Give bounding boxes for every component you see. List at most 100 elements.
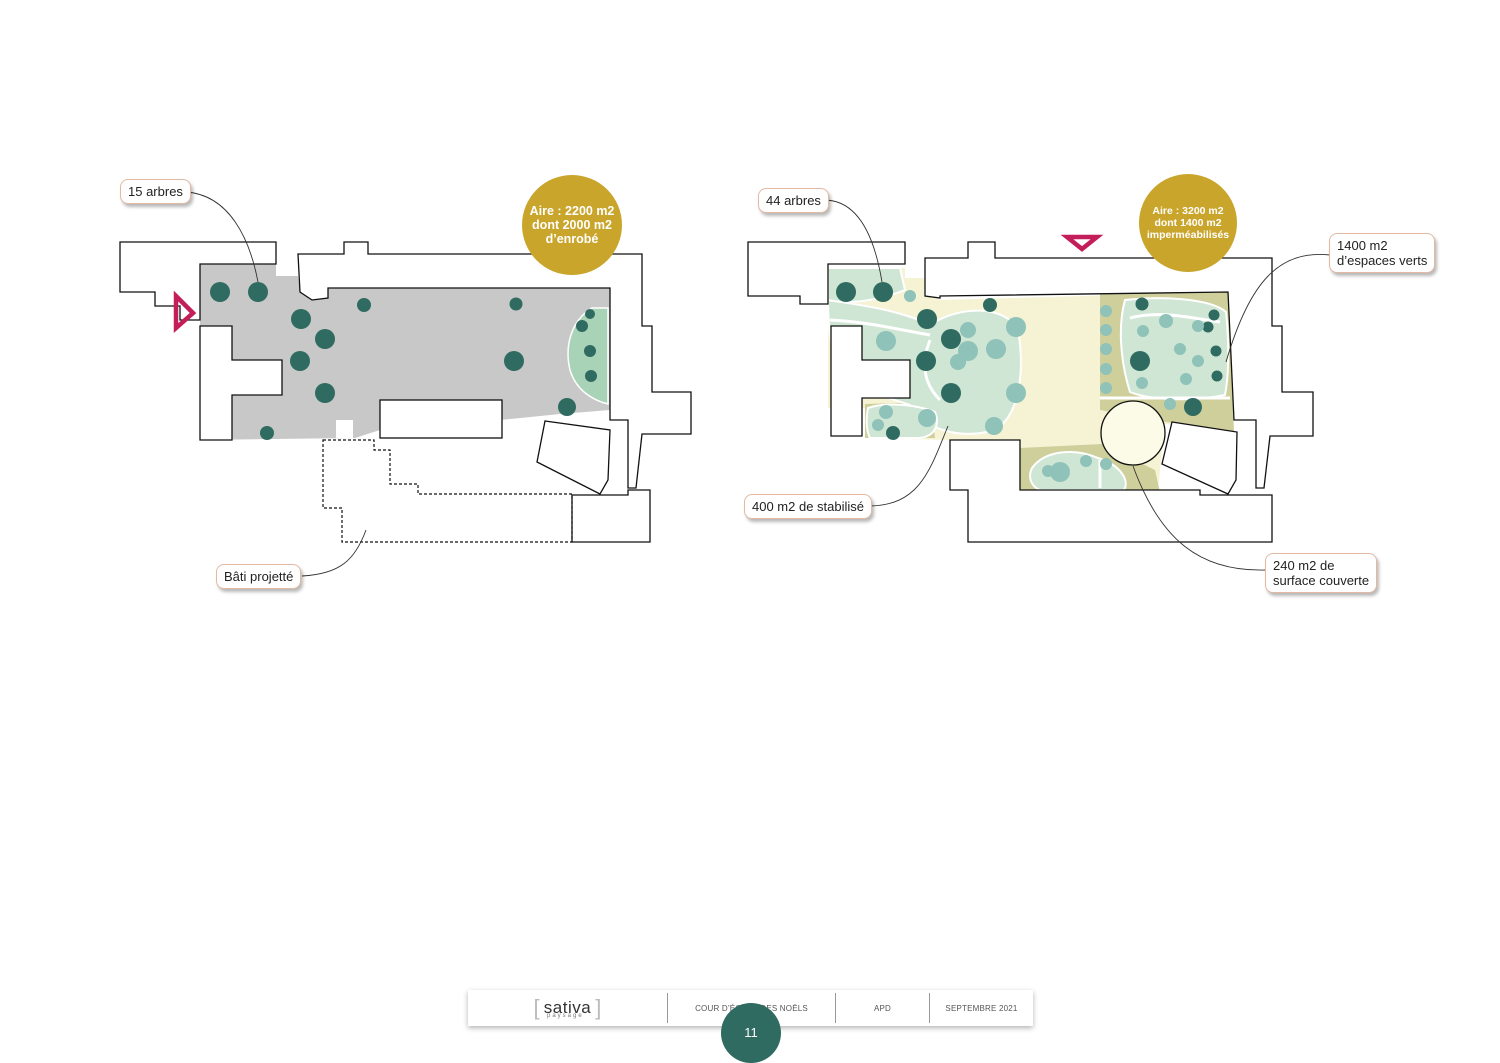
tree <box>1100 343 1112 355</box>
callout-trees-after: 44 arbres <box>758 188 829 213</box>
badge-line: dont 1400 m2 <box>1154 217 1222 229</box>
area-badge-before: Aire : 2200 m2 dont 2000 m2 d’enrobé <box>522 175 622 275</box>
tree <box>917 309 937 329</box>
tree <box>504 351 524 371</box>
tree <box>1137 325 1149 337</box>
plan-before <box>119 191 692 577</box>
tree <box>1208 309 1220 321</box>
tree <box>585 370 597 382</box>
building-north <box>924 241 1314 489</box>
tree <box>960 322 976 338</box>
tree <box>290 351 310 371</box>
tree <box>1080 455 1092 467</box>
tree <box>315 383 335 403</box>
path <box>1129 313 1221 324</box>
building-east-angled <box>536 420 611 495</box>
tree <box>315 329 335 349</box>
callout-covered-surface: 240 m2 de surface couverte <box>1265 553 1378 593</box>
callout-text: surface couverte <box>1273 573 1370 588</box>
callout-green-spaces: 1400 m2 d’espaces verts <box>1329 233 1436 273</box>
asphalt-area <box>200 264 610 440</box>
tree <box>941 329 961 349</box>
entrance-marker-before <box>173 290 197 333</box>
logo-text: sativa <box>543 998 592 1017</box>
footer-date: SEPTEMBRE 2021 <box>945 1003 1018 1013</box>
logo: [ sativa ] paysage <box>468 990 667 1026</box>
leader-covered <box>1132 465 1267 571</box>
leader-trees-after <box>823 199 883 283</box>
buildings-after <box>747 241 1314 543</box>
footer-divider <box>835 993 836 1023</box>
tree <box>836 282 856 302</box>
tree <box>916 351 936 371</box>
building-south <box>949 439 1273 543</box>
tree <box>1100 305 1112 317</box>
tree <box>558 398 576 416</box>
leader-green-spaces <box>1225 254 1331 363</box>
tree <box>985 417 1003 435</box>
building-east-angled <box>1161 421 1238 495</box>
covered-area-circle <box>1100 400 1166 466</box>
projected-building-outline <box>322 439 573 543</box>
footer-phase: APD <box>873 1003 892 1013</box>
building-west <box>747 241 906 305</box>
building-west-lower <box>830 325 911 437</box>
page-number: 11 <box>744 1025 758 1040</box>
tree <box>1136 377 1148 389</box>
plan-after <box>747 199 1331 571</box>
building-west <box>119 241 277 321</box>
tree <box>1159 314 1173 328</box>
callout-text: 1400 m2 <box>1337 238 1388 253</box>
tree <box>1006 383 1026 403</box>
tree <box>879 405 893 419</box>
tree <box>1211 370 1223 382</box>
leader-projected <box>301 529 367 577</box>
callout-trees-before: 15 arbres <box>120 179 191 204</box>
tree <box>872 419 884 431</box>
tree <box>918 409 936 427</box>
tree <box>1192 355 1204 367</box>
tree <box>210 282 230 302</box>
tree <box>584 345 596 357</box>
tree <box>1180 373 1192 385</box>
buildings-before <box>119 241 692 543</box>
path <box>829 318 931 337</box>
building-southeast <box>571 489 651 543</box>
tree <box>1100 382 1112 394</box>
tree <box>248 282 268 302</box>
tree <box>873 282 893 302</box>
trees-after-light <box>872 290 1204 482</box>
badge-line: d’enrobé <box>545 232 599 246</box>
area-badge-after: Aire : 3200 m2 dont 1400 m2 imperméabili… <box>1139 174 1237 272</box>
callout-text: 400 m2 de stabilisé <box>752 499 865 514</box>
callout-text: 240 m2 de <box>1273 558 1335 573</box>
tree <box>1135 297 1149 311</box>
badge-line: Aire : 2200 m2 <box>529 204 615 218</box>
callout-text: 44 arbres <box>766 193 821 208</box>
tree <box>1042 465 1054 477</box>
logo-subtext: paysage <box>547 1013 584 1019</box>
tree <box>1130 351 1150 371</box>
callout-text: Bâti projetté <box>224 569 294 584</box>
tree <box>986 339 1006 359</box>
building-north <box>297 241 692 489</box>
badge-line: imperméabilisés <box>1146 229 1230 241</box>
trees-after-dark <box>836 282 1223 440</box>
tree <box>1100 458 1112 470</box>
page-number-badge: 11 <box>721 1003 781 1063</box>
badge-line: dont 2000 m2 <box>532 218 612 232</box>
tree <box>983 298 997 312</box>
logo-bracket-left: [ <box>533 995 540 1020</box>
leader-stabilized <box>869 425 949 507</box>
badge-line: Aire : 3200 m2 <box>1152 205 1224 217</box>
tree <box>509 297 523 311</box>
building-west-lower <box>199 325 283 441</box>
tree <box>260 426 274 440</box>
tree <box>1164 398 1176 410</box>
tree <box>950 354 966 370</box>
tree <box>1006 317 1026 337</box>
tree <box>1210 345 1222 357</box>
tree <box>876 331 896 351</box>
trees-before <box>210 282 597 440</box>
inner-building <box>379 399 503 439</box>
